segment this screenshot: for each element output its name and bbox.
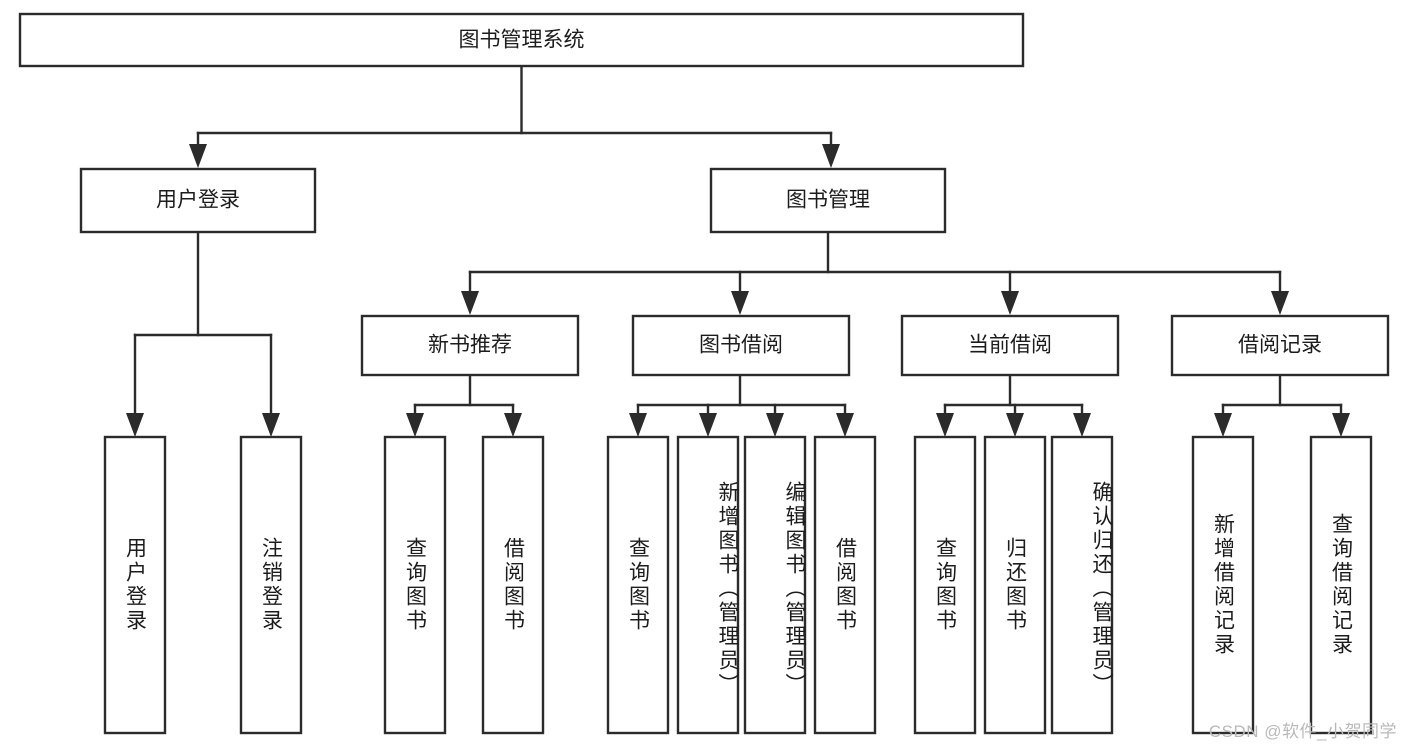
node-book-manage-box[interactable] xyxy=(709,167,947,234)
arrowhead-leaf-query-book-2 xyxy=(629,413,647,437)
connector-group-new-book-rec xyxy=(406,373,522,437)
arrowhead-leaf-confirm-return xyxy=(1073,413,1091,437)
arrowhead-current-borrow xyxy=(1001,291,1019,315)
node-new-book-rec-box[interactable] xyxy=(360,314,580,377)
arrowhead-leaf-edit-book xyxy=(766,413,784,437)
node-user-login-box[interactable] xyxy=(79,167,317,234)
node-book-borrow-label: 图书借阅 xyxy=(699,334,783,357)
node-root[interactable]: 图书管理系统 xyxy=(18,12,1025,68)
node-borrow-record-box[interactable] xyxy=(1170,314,1390,377)
node-leaf-confirm-return-box[interactable] xyxy=(1050,435,1114,735)
connector-group-book-manage xyxy=(461,230,1289,315)
node-leaf-logout-box[interactable] xyxy=(239,435,303,735)
arrowhead-book-borrow xyxy=(731,291,749,315)
node-book-manage-label: 图书管理 xyxy=(786,189,870,212)
node-leaf-query-record-box[interactable] xyxy=(1309,435,1373,735)
arrowhead-book-manage xyxy=(822,144,840,168)
arrowhead-leaf-borrow-book-2 xyxy=(836,413,854,437)
connector-group-book-borrow xyxy=(629,373,854,437)
node-user-login-label: 用户登录 xyxy=(156,189,240,212)
arrowhead-leaf-logout xyxy=(262,413,280,437)
arrowhead-leaf-add-record xyxy=(1214,413,1232,437)
node-leaf-add-book-box[interactable] xyxy=(676,435,740,735)
node-leaf-query-book-2-box[interactable] xyxy=(606,435,670,735)
node-root-label: 图书管理系统 xyxy=(459,29,585,52)
arrowhead-leaf-query-record xyxy=(1332,413,1350,437)
arrowhead-leaf-user-login xyxy=(126,413,144,437)
node-leaf-borrow-book-2-box[interactable] xyxy=(813,435,877,735)
node-new-book-rec[interactable]: 新书推荐 xyxy=(360,314,580,377)
connector-group-borrow-record xyxy=(1214,373,1350,437)
arrowhead-user-login xyxy=(189,144,207,168)
connector-group-user-login xyxy=(126,230,280,437)
arrowhead-leaf-borrow-book-1 xyxy=(504,413,522,437)
node-leaf-query-book-1-box[interactable] xyxy=(383,435,447,735)
node-leaf-query-book-3-box[interactable] xyxy=(913,435,977,735)
node-user-login[interactable]: 用户登录 xyxy=(79,167,317,234)
arrowhead-leaf-return-book xyxy=(1006,413,1024,437)
node-leaf-return-book-box[interactable] xyxy=(983,435,1047,735)
node-book-borrow-box[interactable] xyxy=(631,314,851,377)
arrowhead-borrow-record xyxy=(1271,291,1289,315)
node-new-book-rec-label: 新书推荐 xyxy=(428,334,512,357)
node-current-borrow[interactable]: 当前借阅 xyxy=(900,314,1120,377)
node-leaf-user-login-box[interactable] xyxy=(103,435,167,735)
node-book-manage[interactable]: 图书管理 xyxy=(709,167,947,234)
node-leaf-borrow-book-1-box[interactable] xyxy=(481,435,545,735)
node-book-borrow[interactable]: 图书借阅 xyxy=(631,314,851,377)
csdn-watermark: CSDN @软件_小贺同学 xyxy=(1208,722,1397,741)
arrowhead-leaf-add-book xyxy=(699,413,717,437)
node-leaf-edit-book-box[interactable] xyxy=(743,435,807,735)
node-borrow-record[interactable]: 借阅记录 xyxy=(1170,314,1390,377)
arrowhead-leaf-query-book-3 xyxy=(936,413,954,437)
node-borrow-record-label: 借阅记录 xyxy=(1238,334,1322,357)
arrowhead-leaf-query-book-1 xyxy=(406,413,424,437)
arrowhead-new-book-rec xyxy=(461,291,479,315)
connector-group-current-borrow xyxy=(936,373,1091,437)
connector-group-root xyxy=(189,64,840,168)
node-leaf-add-record-box[interactable] xyxy=(1191,435,1255,735)
node-root-box[interactable] xyxy=(18,12,1025,68)
node-current-borrow-label: 当前借阅 xyxy=(968,334,1052,357)
node-current-borrow-box[interactable] xyxy=(900,314,1120,377)
